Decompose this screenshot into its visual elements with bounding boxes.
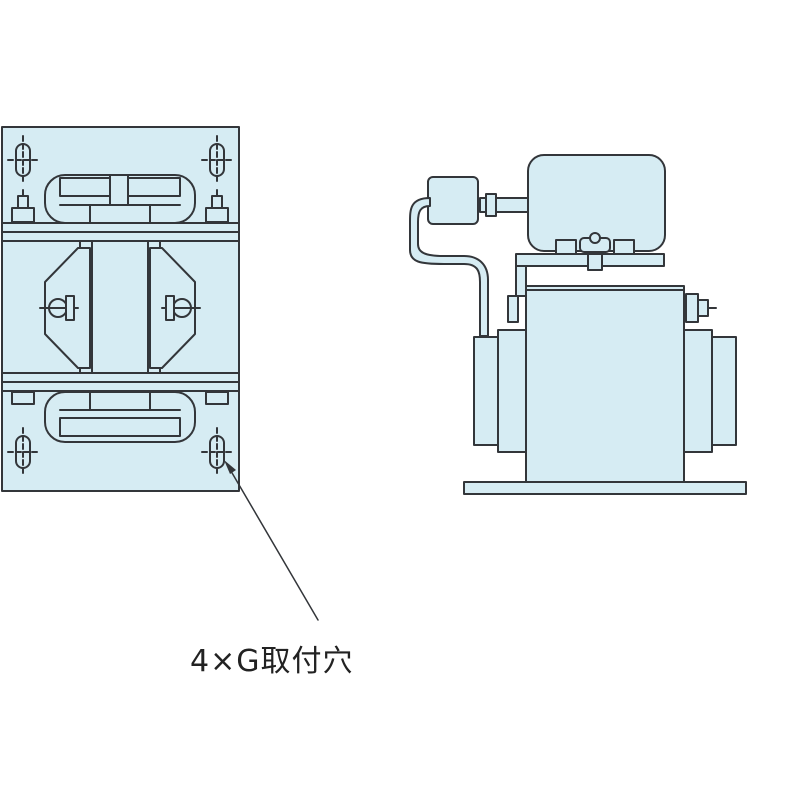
mounting-hole-top-right (201, 135, 233, 185)
left-coil-outer (473, 336, 499, 446)
side-bolt (685, 293, 717, 323)
mounting-hole-bottom-left (7, 427, 39, 477)
top-view (1, 126, 319, 621)
pad-bottom-left (11, 391, 35, 405)
terminal-top-left (11, 189, 35, 223)
mounting-hole-bottom-right (201, 427, 233, 477)
terminal-top-right (205, 189, 229, 223)
callout-leader-line (227, 465, 319, 621)
left-coil-inner (497, 329, 527, 453)
callout-arrowhead (224, 460, 236, 474)
core-body (525, 285, 685, 483)
right-coil-outer (711, 336, 737, 446)
junction-box (427, 176, 479, 225)
side-view (409, 154, 747, 495)
conduit-pipe (409, 197, 489, 337)
left-lug (507, 295, 519, 323)
pad-bottom-right (205, 391, 229, 405)
mounting-hole-top-left (7, 135, 39, 185)
right-coil-inner (683, 329, 713, 453)
terminal-box-fittings (555, 232, 635, 271)
base-plate (463, 481, 747, 495)
mounting-hole-callout: 4×G取付穴 (190, 644, 354, 679)
